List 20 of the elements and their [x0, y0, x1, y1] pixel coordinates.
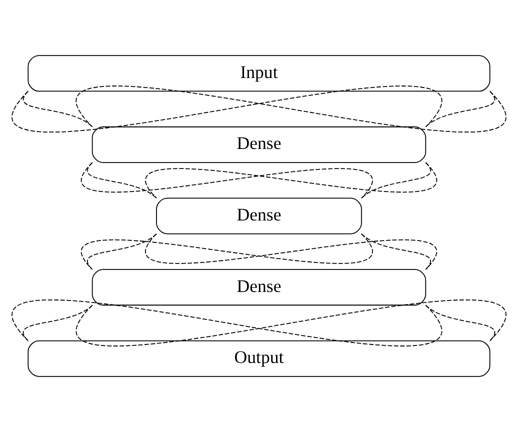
- connector: [76, 86, 506, 132]
- connector: [12, 86, 442, 132]
- connector: [12, 300, 442, 346]
- connector: [145, 233, 438, 270]
- connector: [425, 90, 496, 128]
- node-box: Output: [28, 340, 490, 377]
- node-box: Dense: [92, 126, 426, 163]
- connector: [80, 233, 373, 270]
- connector: [22, 90, 93, 128]
- connector: [361, 162, 431, 199]
- connector: [425, 304, 496, 342]
- connector: [87, 162, 157, 199]
- connector: [361, 233, 431, 270]
- connector: [80, 162, 373, 199]
- connector: [145, 162, 438, 199]
- node-box: Dense: [156, 198, 362, 234]
- connector: [76, 300, 506, 346]
- node-box: Input: [28, 55, 490, 92]
- node-box: Dense: [92, 269, 426, 306]
- connector: [87, 233, 157, 270]
